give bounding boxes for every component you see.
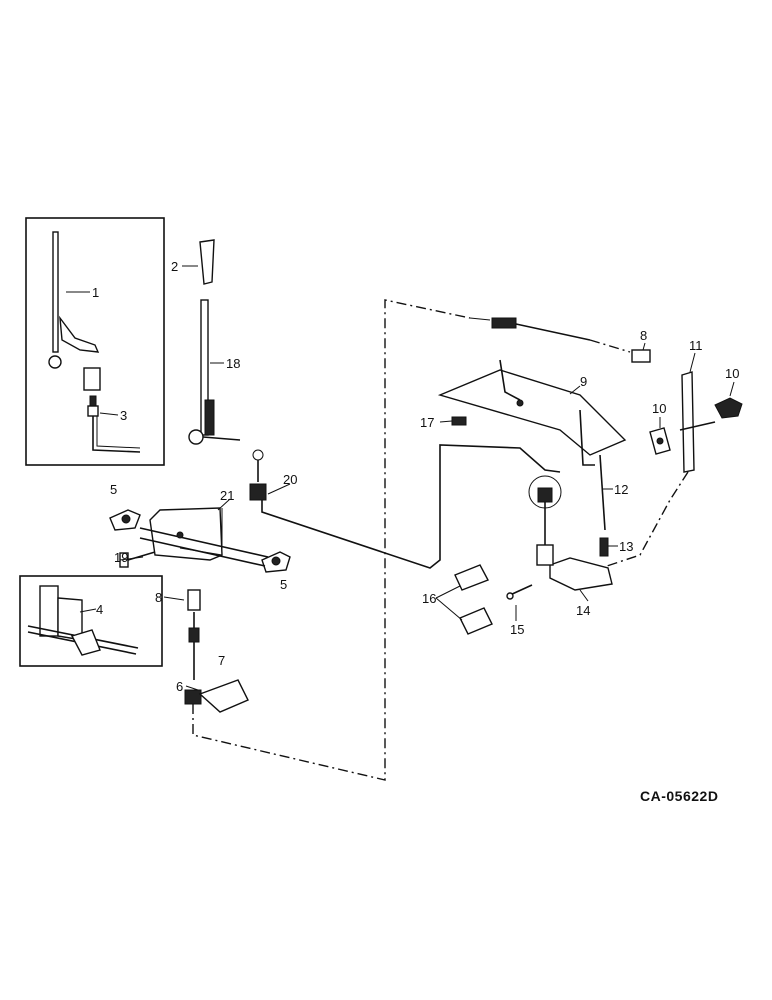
callout-5a: 5 — [110, 482, 117, 497]
callout-11: 11 — [689, 338, 703, 353]
callout-19: 19 — [114, 550, 128, 565]
callout-12: 12 — [614, 482, 628, 497]
callout-13: 13 — [619, 539, 633, 554]
callout-10a: 10 — [725, 366, 739, 381]
shift-lever-knob — [199, 239, 215, 285]
inset-lever-assembly — [25, 217, 165, 466]
callout-8a: 8 — [155, 590, 162, 605]
callout-18: 18 — [226, 356, 240, 371]
bushing-upper — [454, 564, 489, 591]
flange-bearing-left — [109, 509, 141, 531]
leader-lines — [66, 265, 735, 691]
control-cable — [184, 299, 471, 781]
drawing-code: CA-05622D — [640, 788, 718, 804]
inset-pedal-assembly — [19, 575, 163, 667]
shift-lever — [188, 299, 241, 445]
flange-bearing-right — [261, 551, 291, 573]
flange-right-lower — [649, 427, 671, 455]
callout-5b: 5 — [280, 577, 287, 592]
callout-1: 1 — [92, 285, 99, 300]
spring — [631, 349, 651, 363]
plate — [198, 679, 249, 713]
callout-14: 14 — [576, 603, 590, 618]
pin — [506, 584, 533, 600]
callout-21: 21 — [220, 488, 234, 503]
callout-8b: 8 — [640, 328, 647, 343]
arm — [579, 371, 716, 576]
callout-10b: 10 — [652, 401, 666, 416]
mounting-bracket — [437, 359, 627, 466]
flange-right-upper — [714, 397, 743, 419]
clamp — [549, 557, 613, 591]
cable-end-fitting — [249, 444, 561, 569]
callout-7: 7 — [218, 653, 225, 668]
callout-4: 4 — [96, 602, 103, 617]
stud — [599, 537, 609, 557]
callout-9: 9 — [580, 374, 587, 389]
callout-6: 6 — [176, 679, 183, 694]
cable-middle-fitting — [528, 475, 562, 566]
callout-15: 15 — [510, 622, 524, 637]
small-plate — [451, 416, 467, 426]
callout-20: 20 — [283, 472, 297, 487]
bushing-lower — [459, 607, 493, 635]
cable-adjuster — [469, 317, 631, 353]
callout-16: 16 — [422, 591, 436, 606]
callout-17: 17 — [420, 415, 434, 430]
shaft-bracket — [139, 507, 269, 567]
clevis-left — [187, 589, 201, 680]
callout-3: 3 — [120, 408, 127, 423]
callout-2: 2 — [171, 259, 178, 274]
rod — [599, 454, 606, 531]
